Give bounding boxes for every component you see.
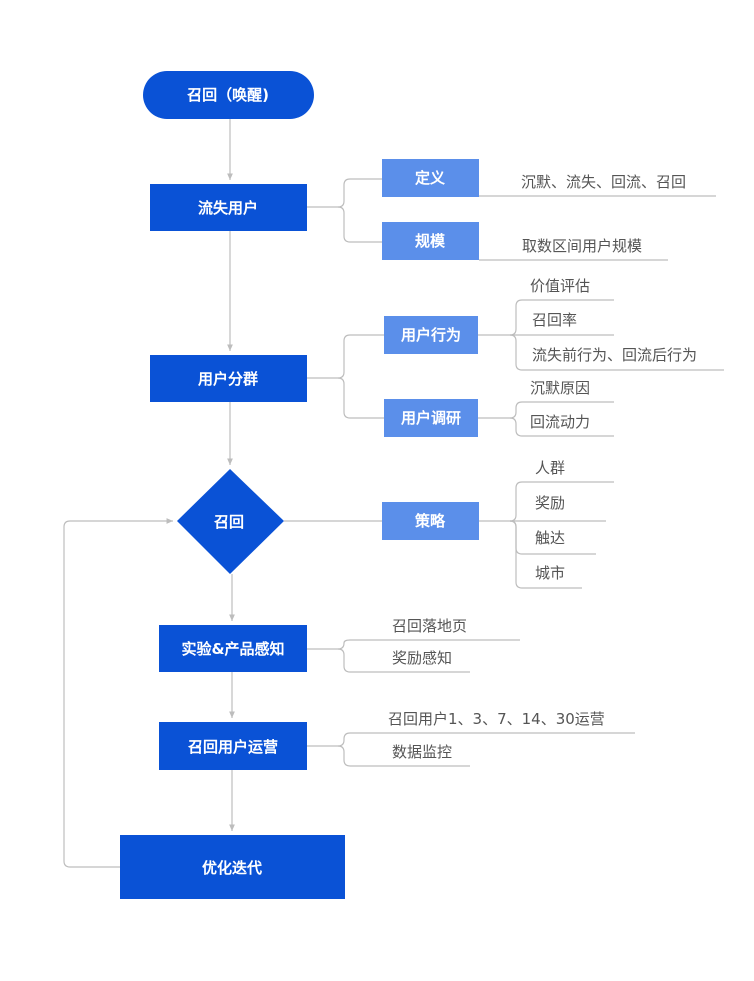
strategy-item-3: 触达 (535, 529, 565, 547)
ops-box (159, 722, 307, 770)
connector-survey-leaf-2 (509, 417, 614, 437)
node-recall-ops: 召回用户运营 (159, 722, 307, 770)
ops-item-1: 召回用户1、3、7、14、30运营 (388, 710, 605, 728)
strategy-item-2: 奖励 (535, 494, 565, 512)
iterate-box (120, 835, 345, 899)
connector-experiment-leaf-2 (337, 648, 470, 673)
strategy-label: 策略 (414, 512, 446, 530)
branch-user-behavior: 用户行为 价值评估 召回率 流失前行为、回流后行为 (384, 277, 697, 364)
experiment-item-1: 召回落地页 (392, 617, 467, 635)
ops-leaves: 召回用户1、3、7、14、30运营 数据监控 (388, 710, 605, 761)
connector-experiment-leaf-1 (307, 639, 520, 650)
scale-label: 规模 (415, 232, 446, 250)
ops-label: 召回用户运营 (188, 738, 278, 756)
connector-grouping-survey (337, 377, 384, 419)
behavior-item-1: 价值评估 (530, 277, 590, 295)
ops-item-2: 数据监控 (392, 743, 452, 761)
node-iterate: 优化迭代 (120, 835, 345, 899)
connector-ops-leaf-2 (337, 745, 470, 767)
experiment-box (159, 625, 307, 672)
branch-connectors (284, 178, 724, 767)
definition-box (382, 159, 479, 197)
experiment-leaves: 召回落地页 奖励感知 (392, 617, 467, 667)
node-user-grouping: 用户分群 (150, 355, 307, 402)
survey-item-2: 回流动力 (530, 413, 590, 431)
connector-ops-leaf-1 (307, 732, 635, 747)
main-connectors (63, 119, 235, 868)
strategy-item-1: 人群 (535, 459, 565, 477)
connector-churn-scale (337, 206, 382, 243)
behavior-item-2: 召回率 (532, 311, 577, 329)
connector-behavior-leaf-3 (509, 334, 724, 371)
branch-strategy: 策略 人群 奖励 触达 城市 (382, 459, 565, 582)
grouping-label: 用户分群 (198, 370, 258, 388)
connector-strategy-leaf-4 (509, 520, 582, 589)
start-label: 召回（唤醒) (187, 86, 269, 104)
recall-diamond (177, 469, 284, 574)
node-start: 召回（唤醒) (143, 71, 314, 119)
connector-grouping-behavior (307, 334, 384, 379)
behavior-item-3: 流失前行为、回流后行为 (532, 346, 697, 364)
experiment-label: 实验&产品感知 (181, 640, 284, 658)
node-churn-users: 流失用户 (150, 184, 307, 231)
recall-label: 召回 (214, 513, 244, 531)
scale-item: 取数区间用户规模 (522, 237, 642, 255)
branch-definition: 定义 沉默、流失、回流、召回 (382, 159, 686, 197)
behavior-label: 用户行为 (401, 326, 461, 344)
churn-label: 流失用户 (198, 199, 258, 217)
definition-label: 定义 (415, 169, 445, 187)
survey-box (384, 399, 478, 437)
experiment-item-2: 奖励感知 (392, 649, 452, 667)
survey-item-1: 沉默原因 (530, 379, 590, 397)
start-terminal-shape (143, 71, 314, 119)
branch-user-survey: 用户调研 沉默原因 回流动力 (384, 379, 590, 437)
behavior-box (384, 316, 478, 354)
scale-box (382, 222, 479, 260)
iterate-label: 优化迭代 (202, 859, 262, 877)
node-recall-decision: 召回 (177, 469, 284, 574)
grouping-box (150, 355, 307, 402)
churn-box (150, 184, 307, 231)
feedback-loop-connector (63, 518, 173, 868)
connector-survey-leaf-1 (478, 401, 614, 419)
connector-churn-definition (307, 178, 382, 208)
branch-scale: 规模 取数区间用户规模 (382, 222, 642, 260)
definition-item: 沉默、流失、回流、召回 (521, 173, 686, 191)
strategy-item-4: 城市 (535, 564, 565, 582)
node-experiment: 实验&产品感知 (159, 625, 307, 672)
survey-label: 用户调研 (401, 409, 461, 427)
strategy-box (382, 502, 479, 540)
